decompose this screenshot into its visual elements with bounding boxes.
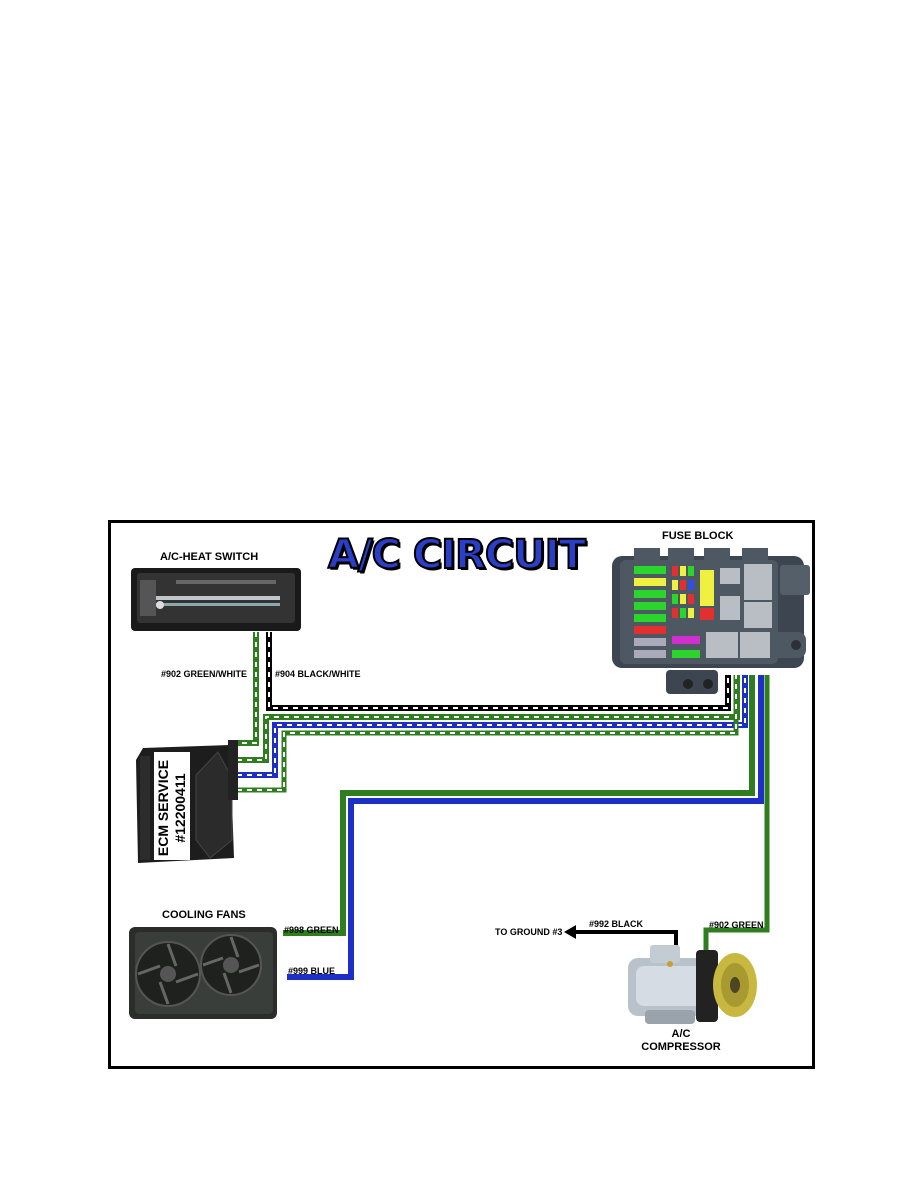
cooling-fans-image [129, 927, 277, 1019]
wire-902-green [703, 675, 770, 955]
ground-arrow-icon [564, 925, 576, 939]
wire-label-999-blue: #999 BLUE [288, 966, 336, 976]
wire-904-black-white [266, 632, 731, 711]
wire-label-902-green: #902 GREEN [709, 920, 764, 930]
wire-label-998-green: #998 GREEN [284, 925, 339, 935]
compressor-label-line1: A/C [671, 1028, 691, 1040]
wire-999-blue [287, 675, 764, 980]
ecm-label-line1: ECM SERVICE [155, 759, 171, 857]
ac-heat-switch-image [131, 568, 301, 631]
fuse-block-image [612, 548, 810, 694]
wire-ecm-green-white-1 [237, 675, 740, 763]
diagram-title: A/C CIRCUIT [327, 531, 587, 579]
cooling-fans-label: COOLING FANS [162, 909, 246, 921]
ecm-module-image [136, 740, 238, 863]
wire-ecm-green-white-2 [237, 675, 739, 793]
wire-label-904-black-white: #904 BLACK/WHITE [275, 669, 361, 679]
ecm-label: ECM SERVICE #12200411 [155, 754, 189, 862]
compressor-label-line2: COMPRESSOR [641, 1041, 721, 1053]
ecm-label-line2: #12200411 [172, 773, 188, 843]
wire-label-902-green-white: #902 GREEN/WHITE [161, 669, 248, 679]
wire-ecm-blue-white [237, 675, 748, 778]
ac-compressor-image [628, 945, 757, 1024]
wire-902-green-white [237, 632, 259, 746]
wire-label-992-black: #992 BLACK [589, 919, 644, 929]
compressor-label: A/C COMPRESSOR [640, 1028, 722, 1054]
ground-label: TO GROUND #3 [495, 927, 563, 937]
fuse-block-label: FUSE BLOCK [662, 530, 734, 542]
ac-heat-switch-label: A/C-HEAT SWITCH [160, 551, 259, 563]
wire-998-green [283, 675, 755, 936]
